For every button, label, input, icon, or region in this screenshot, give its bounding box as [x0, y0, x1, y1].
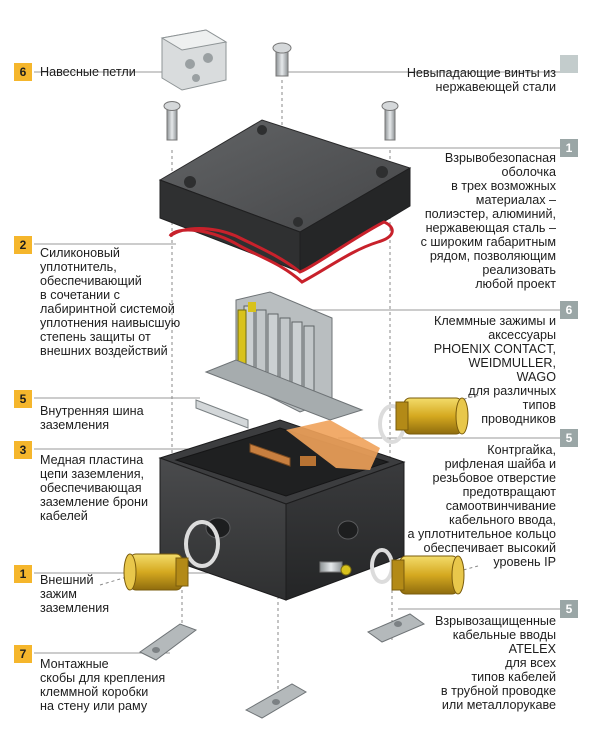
label-brackets: Монтажные скобы для крепления клеммной к… [40, 657, 166, 713]
label-copper: Медная пластина цепи заземления, обеспеч… [40, 453, 148, 523]
ground-bus [195, 399, 249, 429]
enclosure-lid [158, 119, 412, 273]
copper-plate [249, 443, 291, 467]
badge-terminals: 6 [560, 301, 578, 319]
badge-copper: 3 [14, 441, 32, 459]
badge-screws [560, 55, 578, 73]
hinge-part [160, 29, 228, 91]
label-hinges: Навесные петли [40, 65, 136, 79]
silicone-seal [168, 220, 394, 284]
badge-ext-ground: 1 [14, 565, 32, 583]
mounting-brackets [139, 613, 426, 719]
badge-locknut: 5 [560, 429, 578, 447]
cable-gland-left [123, 553, 189, 591]
label-ext-ground: Внешний зажим заземления [40, 573, 110, 615]
screw-right [381, 101, 399, 141]
cable-gland-lower [391, 555, 465, 595]
label-bus: Внутренняя шина заземления [40, 404, 144, 432]
label-seal: Силиконовый уплотнитель, обеспечивающий … [40, 246, 181, 358]
label-locknut: Контргайка, рифленая шайба и резьбовое о… [407, 443, 556, 569]
badge-glands: 5 [560, 600, 578, 618]
external-ground-clamp [319, 561, 352, 576]
label-enclosure: Взрывобезопасная оболочка в трех возможн… [420, 151, 556, 291]
badge-bus: 5 [14, 390, 32, 408]
badge-hinges: 6 [14, 63, 32, 81]
screw-top [272, 42, 292, 77]
label-terminals: Клеммные зажимы и аксессуары PHOENIX CON… [433, 314, 556, 426]
label-glands: Взрывозащищенные кабельные вводы ATELEX … [434, 614, 556, 712]
badge-enclosure: 1 [560, 139, 578, 157]
badge-brackets: 7 [14, 645, 32, 663]
badge-seal: 2 [14, 236, 32, 254]
din-rail [204, 359, 364, 421]
o-ring-left [184, 520, 220, 568]
cable-gland-upper [395, 397, 469, 435]
label-screws: Невыпадающие винты из нержавеющей стали [406, 66, 556, 94]
screw-left [163, 101, 181, 141]
